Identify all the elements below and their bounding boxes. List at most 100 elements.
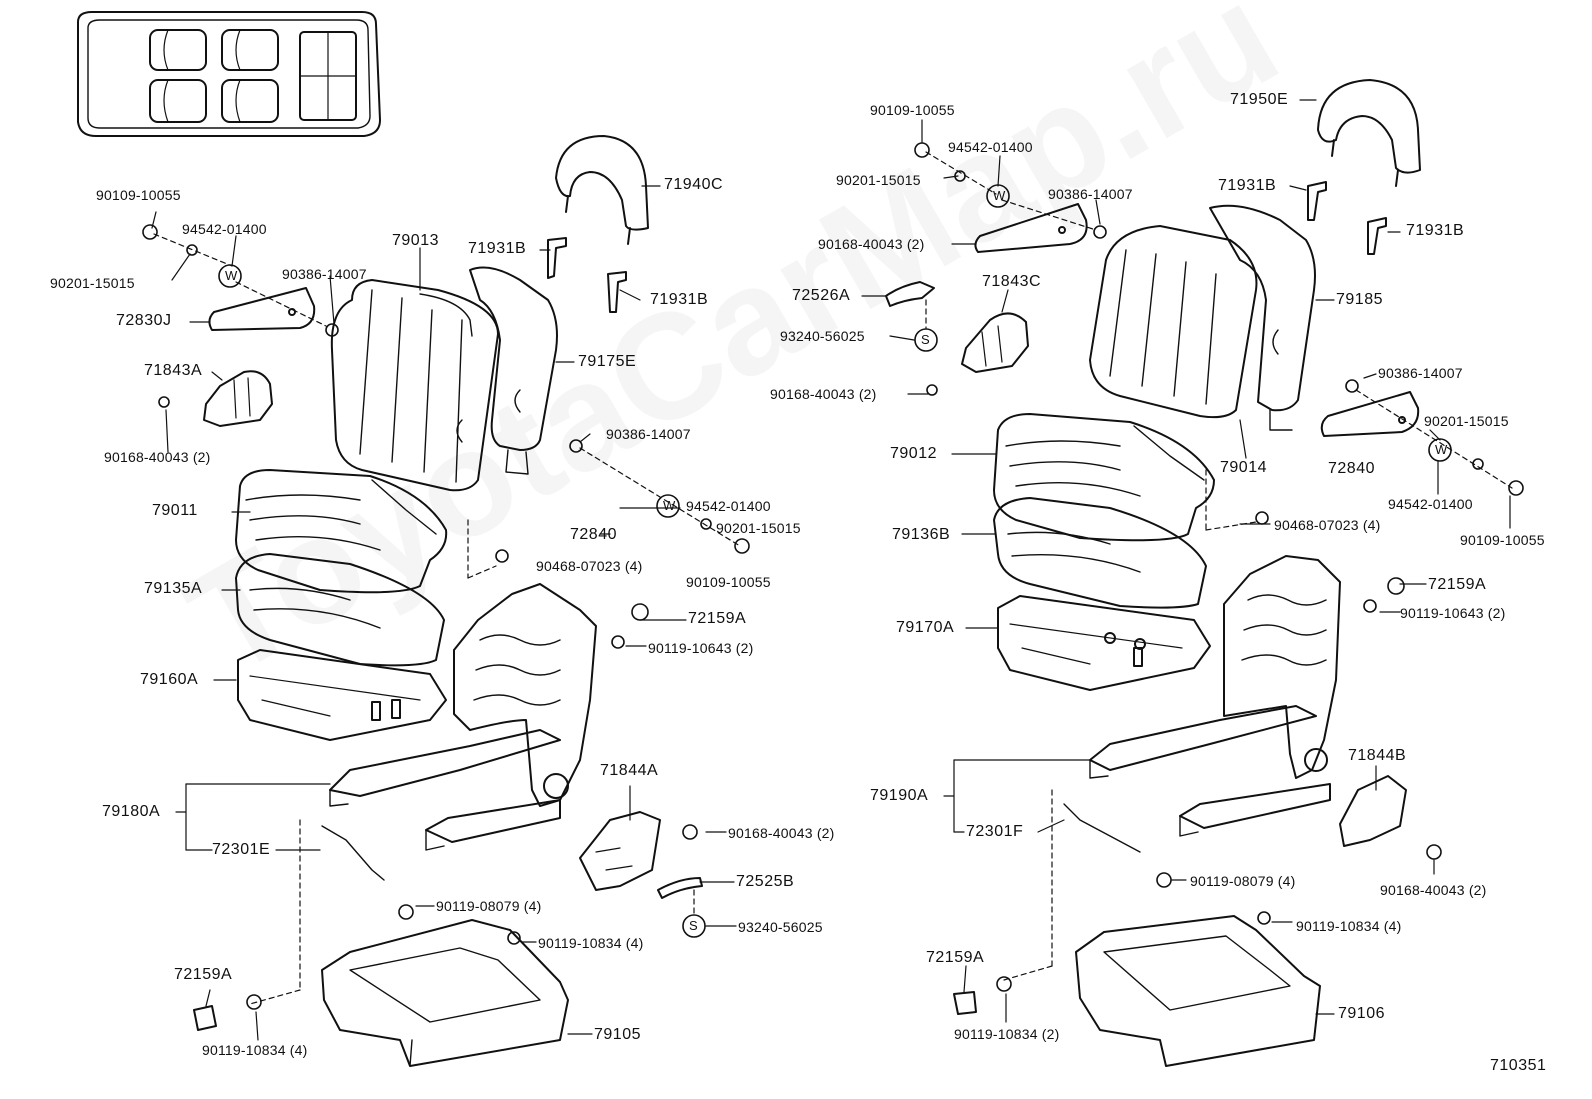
right-seatback-frame-icon <box>1209 204 1316 431</box>
left-headrest-support-icon <box>547 237 627 313</box>
label-left-leg: 79105 <box>594 1026 641 1043</box>
right-washer-symbol: W <box>993 188 1006 203</box>
right-armrest-upper-icon <box>974 203 1088 253</box>
label-right-headrest: 71950E <box>1230 91 1289 108</box>
label-right-hinge-cover: 71843C <box>982 273 1042 290</box>
label-right-adjuster: 79190A <box>870 787 929 804</box>
right-seat-adjuster-icon <box>1089 705 1331 837</box>
left-cushion-pad-icon <box>235 469 448 594</box>
left-lever-icon <box>657 877 703 899</box>
right-seat-frame-icon <box>1223 555 1341 779</box>
label-right-lever-screw: 93240-56025 <box>780 328 865 344</box>
right-lever-icon <box>885 281 935 307</box>
label-right-cushion-frame: 79170A <box>896 619 955 636</box>
right-side-shield-icon <box>1339 775 1407 847</box>
label-right-armrest: 72840 <box>1328 460 1375 477</box>
label-left-armrest-nut: 90386-14007 <box>282 266 367 282</box>
left-seat-adjuster-icon <box>329 729 561 851</box>
left-cushion-frame-icon <box>237 649 447 741</box>
right-leader-lines <box>693 99 1513 1023</box>
right-cushion-cover-icon <box>993 497 1207 609</box>
label-right-plate-inner: 94542-01400 <box>1388 496 1473 512</box>
left-screw-symbol: S <box>689 918 698 933</box>
label-right-cushion-cover: 79136B <box>892 526 951 543</box>
label-right-nut-inner: 90386-14007 <box>1378 365 1463 381</box>
right-fasteners-icon <box>914 142 1524 992</box>
label-right-leg-bolt: 90119-10834 (4) <box>1296 918 1402 934</box>
right-seatback-pad-icon <box>1089 225 1258 419</box>
label-left-leg-knob: 72159A <box>174 966 233 983</box>
label-right-headrest-support-a: 71931B <box>1218 177 1277 194</box>
label-right-track-bolt: 90119-08079 (4) <box>1190 873 1296 889</box>
left-seatback-pad-icon <box>330 279 499 492</box>
label-left-inner-bolt: 90109-10055 <box>686 574 771 590</box>
label-right-nut-top: 90386-14007 <box>1048 186 1133 202</box>
label-right-headrest-support-b: 71931B <box>1406 222 1465 239</box>
label-right-hog-ring: 90468-07023 (4) <box>1274 517 1381 533</box>
right-cable-icon <box>1063 803 1141 853</box>
label-left-adjuster: 79180A <box>102 803 161 820</box>
label-right-bolt-inner: 90109-10055 <box>1460 532 1545 548</box>
label-left-inner-plate: 94542-01400 <box>686 498 771 514</box>
right-leg-knob-icon <box>953 991 977 1015</box>
left-hinge-cover-icon <box>203 370 273 427</box>
label-left-inner-washer: 90201-15015 <box>716 520 801 536</box>
diagram-number: 710351 <box>1490 1057 1547 1074</box>
left-seat-frame-icon <box>453 583 597 807</box>
label-left-armrest-washer: 90201-15015 <box>50 275 135 291</box>
label-right-side-shield: 71844B <box>1348 747 1407 764</box>
label-right-washer-inner: 90201-15015 <box>1424 413 1509 429</box>
label-left-hinge-screw: 90168-40043 (2) <box>104 449 211 465</box>
left-washer-symbol: W <box>225 268 238 283</box>
right-inner-washer-symbol: W <box>1435 442 1448 457</box>
label-left-cushion-frame: 79160A <box>140 671 199 688</box>
label-left-armrest-bolt: 90109-10055 <box>96 187 181 203</box>
right-hinge-cover-icon <box>961 312 1029 373</box>
label-right-cushion-pad: 79012 <box>890 445 937 462</box>
left-cushion-cover-icon <box>235 553 445 667</box>
label-left-seatback-pad: 79013 <box>392 232 439 249</box>
label-right-leg-knob: 72159A <box>926 949 985 966</box>
label-right-shield-screw: 90168-40043 (2) <box>1380 882 1487 898</box>
label-left-leg-bolt-lower: 90119-10834 (4) <box>202 1042 308 1058</box>
left-side-shield-icon <box>579 811 661 891</box>
left-seat-leg-icon <box>321 919 569 1067</box>
label-left-hinge-cover: 71843A <box>144 362 203 379</box>
left-armrest-icon <box>208 287 316 331</box>
label-right-knob: 72159A <box>1428 576 1487 593</box>
label-right-cable: 72301F <box>966 823 1024 840</box>
right-armrest-lower-icon <box>1320 391 1420 437</box>
label-left-cushion-cover: 79135A <box>144 580 203 597</box>
label-left-hog-ring: 90468-07023 (4) <box>536 558 643 574</box>
label-left-shield-screw: 90168-40043 (2) <box>728 825 835 841</box>
label-left-lever-screw: 93240-56025 <box>738 919 823 935</box>
left-cable-icon <box>321 825 385 881</box>
label-left-lever: 72525B <box>736 873 795 890</box>
label-left-armrest: 72830J <box>116 312 172 329</box>
label-right-frame-bolt: 90119-10643 (2) <box>1400 605 1506 621</box>
right-screw-symbol: S <box>921 332 930 347</box>
label-right-bolt-top: 90109-10055 <box>870 102 955 118</box>
label-left-side-shield: 71844A <box>600 762 659 779</box>
label-right-lever: 72526A <box>792 287 851 304</box>
label-right-seatback-pad: 79014 <box>1220 459 1267 476</box>
left-leader-lines <box>151 185 741 1041</box>
left-leg-knob-icon <box>193 1005 217 1031</box>
label-left-knob: 72159A <box>688 610 747 627</box>
label-left-cable: 72301E <box>212 841 271 858</box>
label-right-hinge-screw: 90168-40043 (2) <box>770 386 877 402</box>
label-right-washer-top: 90201-15015 <box>836 172 921 188</box>
label-left-armrest-plate: 94542-01400 <box>182 221 267 237</box>
label-right-plate-top: 94542-01400 <box>948 139 1033 155</box>
label-left-headrest: 71940C <box>664 176 724 193</box>
label-left-headrest-support-b: 71931B <box>650 291 709 308</box>
label-left-headrest-support-a: 71931B <box>468 240 527 257</box>
left-headrest-icon <box>555 135 649 245</box>
right-headrest-support-icon <box>1307 181 1387 255</box>
left-inner-washer-symbol: W <box>663 498 676 513</box>
right-cushion-frame-icon <box>997 595 1211 691</box>
label-right-leg: 79106 <box>1338 1005 1385 1022</box>
left-fasteners-icon <box>142 224 750 1010</box>
label-right-seatback-cover: 79185 <box>1336 291 1383 308</box>
